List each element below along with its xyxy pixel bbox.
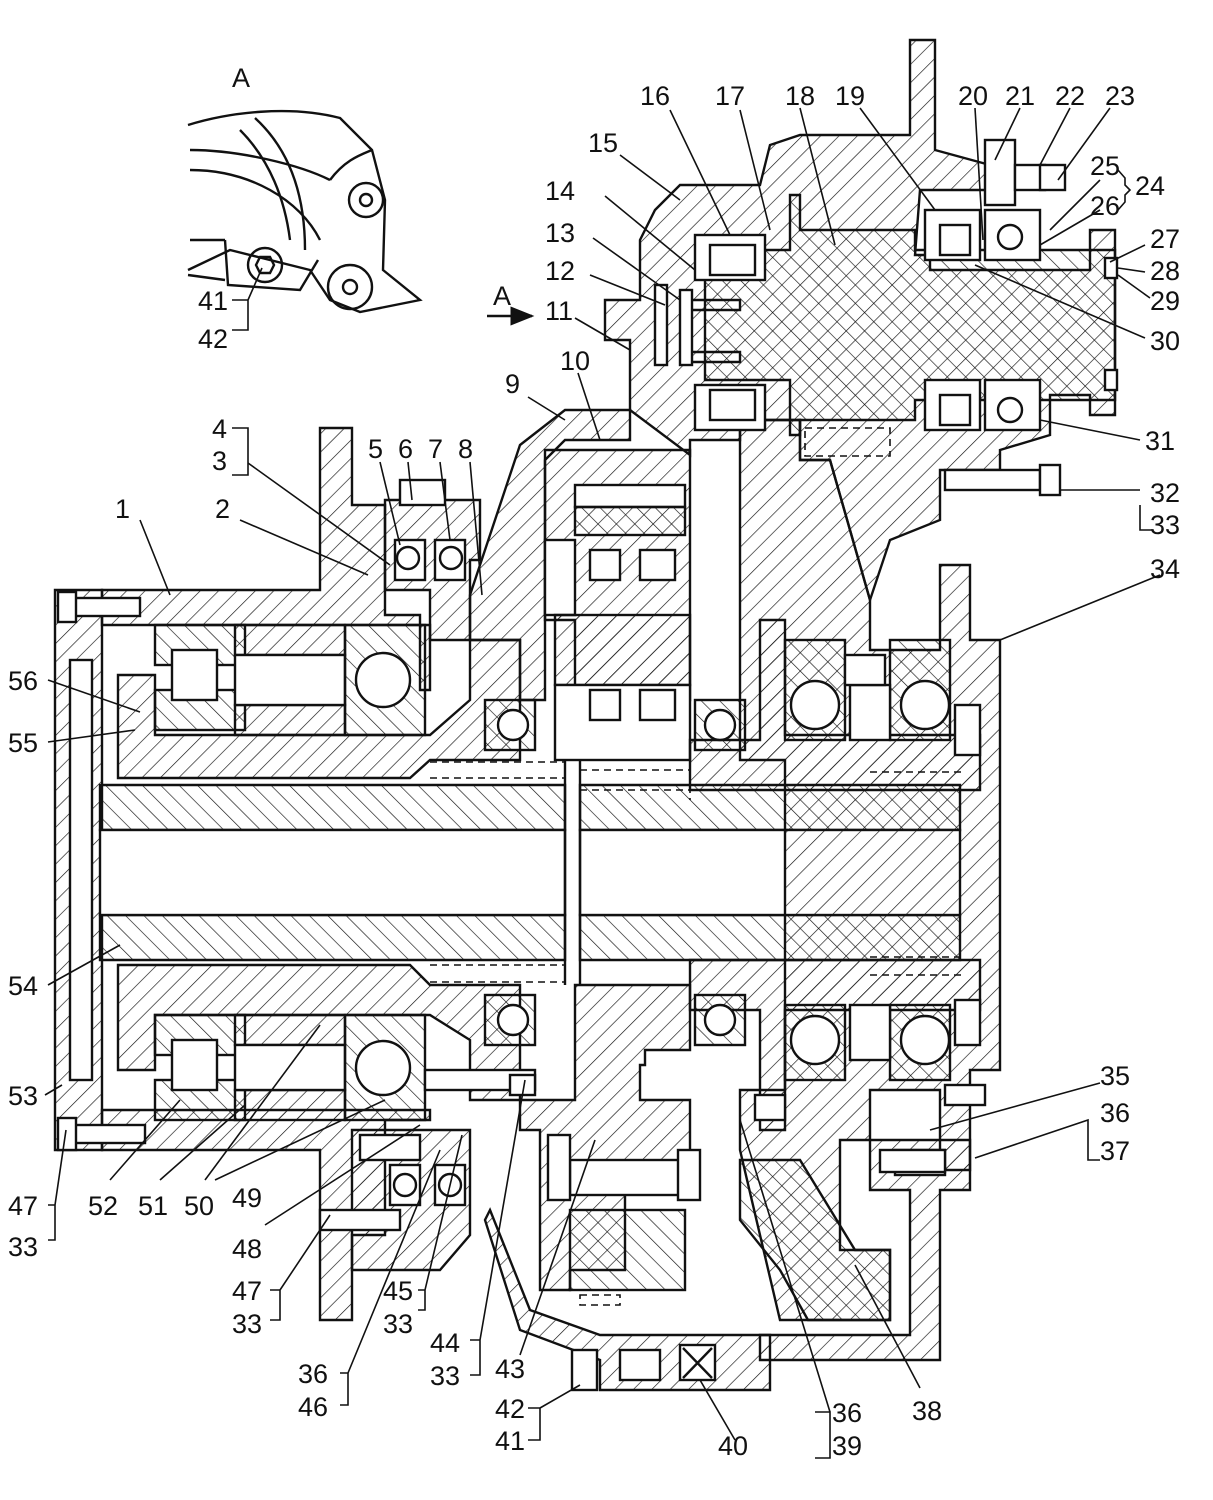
label-12: 12 <box>545 256 575 286</box>
label-42-b: 42 <box>495 1394 525 1424</box>
label-40: 40 <box>718 1431 748 1461</box>
label-33-b: 33 <box>430 1361 460 1391</box>
label-25: 25 <box>1090 151 1120 181</box>
section-arrow-label: A <box>493 281 511 311</box>
label-51: 51 <box>138 1191 168 1221</box>
center-housing <box>468 408 772 1392</box>
right-housing <box>688 418 1002 1362</box>
label-53: 53 <box>8 1081 38 1111</box>
label-33-e: 33 <box>8 1232 38 1262</box>
label-35: 35 <box>1100 1061 1130 1091</box>
label-50: 50 <box>184 1191 214 1221</box>
label-33-c: 33 <box>383 1309 413 1339</box>
view-label-a: A <box>232 63 250 93</box>
label-9: 9 <box>505 369 520 399</box>
label-41-b: 41 <box>495 1426 525 1456</box>
bolts <box>56 590 947 1174</box>
label-49: 49 <box>232 1183 262 1213</box>
label-34: 34 <box>1150 554 1180 584</box>
label-14: 14 <box>545 176 575 206</box>
label-22: 22 <box>1055 81 1085 111</box>
label-10: 10 <box>560 346 590 376</box>
label-23: 23 <box>1105 81 1135 111</box>
label-1: 1 <box>115 494 130 524</box>
label-21: 21 <box>1005 81 1035 111</box>
label-7: 7 <box>428 434 443 464</box>
label-29: 29 <box>1150 286 1180 316</box>
label-24: 24 <box>1135 171 1165 201</box>
label-15: 15 <box>588 128 618 158</box>
label-33-a: 33 <box>1150 510 1180 540</box>
label-4: 4 <box>212 414 227 444</box>
label-42-a: 42 <box>198 324 228 354</box>
label-8: 8 <box>458 434 473 464</box>
label-28: 28 <box>1150 256 1180 286</box>
label-41-a: 41 <box>198 286 228 316</box>
label-26: 26 <box>1090 191 1120 221</box>
label-36-b: 36 <box>832 1398 862 1428</box>
label-47-b: 47 <box>8 1191 38 1221</box>
label-36-c: 36 <box>298 1359 328 1389</box>
label-31: 31 <box>1145 426 1175 456</box>
top-gearbox <box>603 38 1119 687</box>
label-56: 56 <box>8 666 38 696</box>
label-3: 3 <box>212 446 227 476</box>
label-46: 46 <box>298 1392 328 1422</box>
label-20: 20 <box>958 81 988 111</box>
label-11: 11 <box>545 296 573 326</box>
label-48: 48 <box>232 1234 262 1264</box>
label-36-a: 36 <box>1100 1098 1130 1128</box>
label-33-d: 33 <box>232 1309 262 1339</box>
label-27: 27 <box>1150 224 1180 254</box>
label-32: 32 <box>1150 478 1180 508</box>
label-39: 39 <box>832 1431 862 1461</box>
housing-left <box>53 426 522 1322</box>
label-38: 38 <box>912 1396 942 1426</box>
part-labels: A A 1 2 3 4 5 6 7 8 9 10 11 12 13 14 15 … <box>8 63 1180 1461</box>
label-37: 37 <box>1100 1136 1130 1166</box>
label-44: 44 <box>430 1328 460 1358</box>
label-55: 55 <box>8 728 38 758</box>
label-19: 19 <box>835 81 865 111</box>
label-47-a: 47 <box>232 1276 262 1306</box>
label-52: 52 <box>88 1191 118 1221</box>
label-54: 54 <box>8 971 38 1001</box>
label-18: 18 <box>785 81 815 111</box>
label-43: 43 <box>495 1354 525 1384</box>
label-45: 45 <box>383 1276 413 1306</box>
seal-assembly-lower <box>318 478 747 1272</box>
label-6: 6 <box>398 434 413 464</box>
label-17: 17 <box>715 81 745 111</box>
detail-view-a <box>187 109 423 314</box>
label-13: 13 <box>545 218 575 248</box>
leader-lines <box>44 107 1161 1459</box>
label-30: 30 <box>1150 326 1180 356</box>
label-5: 5 <box>368 434 383 464</box>
label-2: 2 <box>215 494 230 524</box>
label-16: 16 <box>640 81 670 111</box>
